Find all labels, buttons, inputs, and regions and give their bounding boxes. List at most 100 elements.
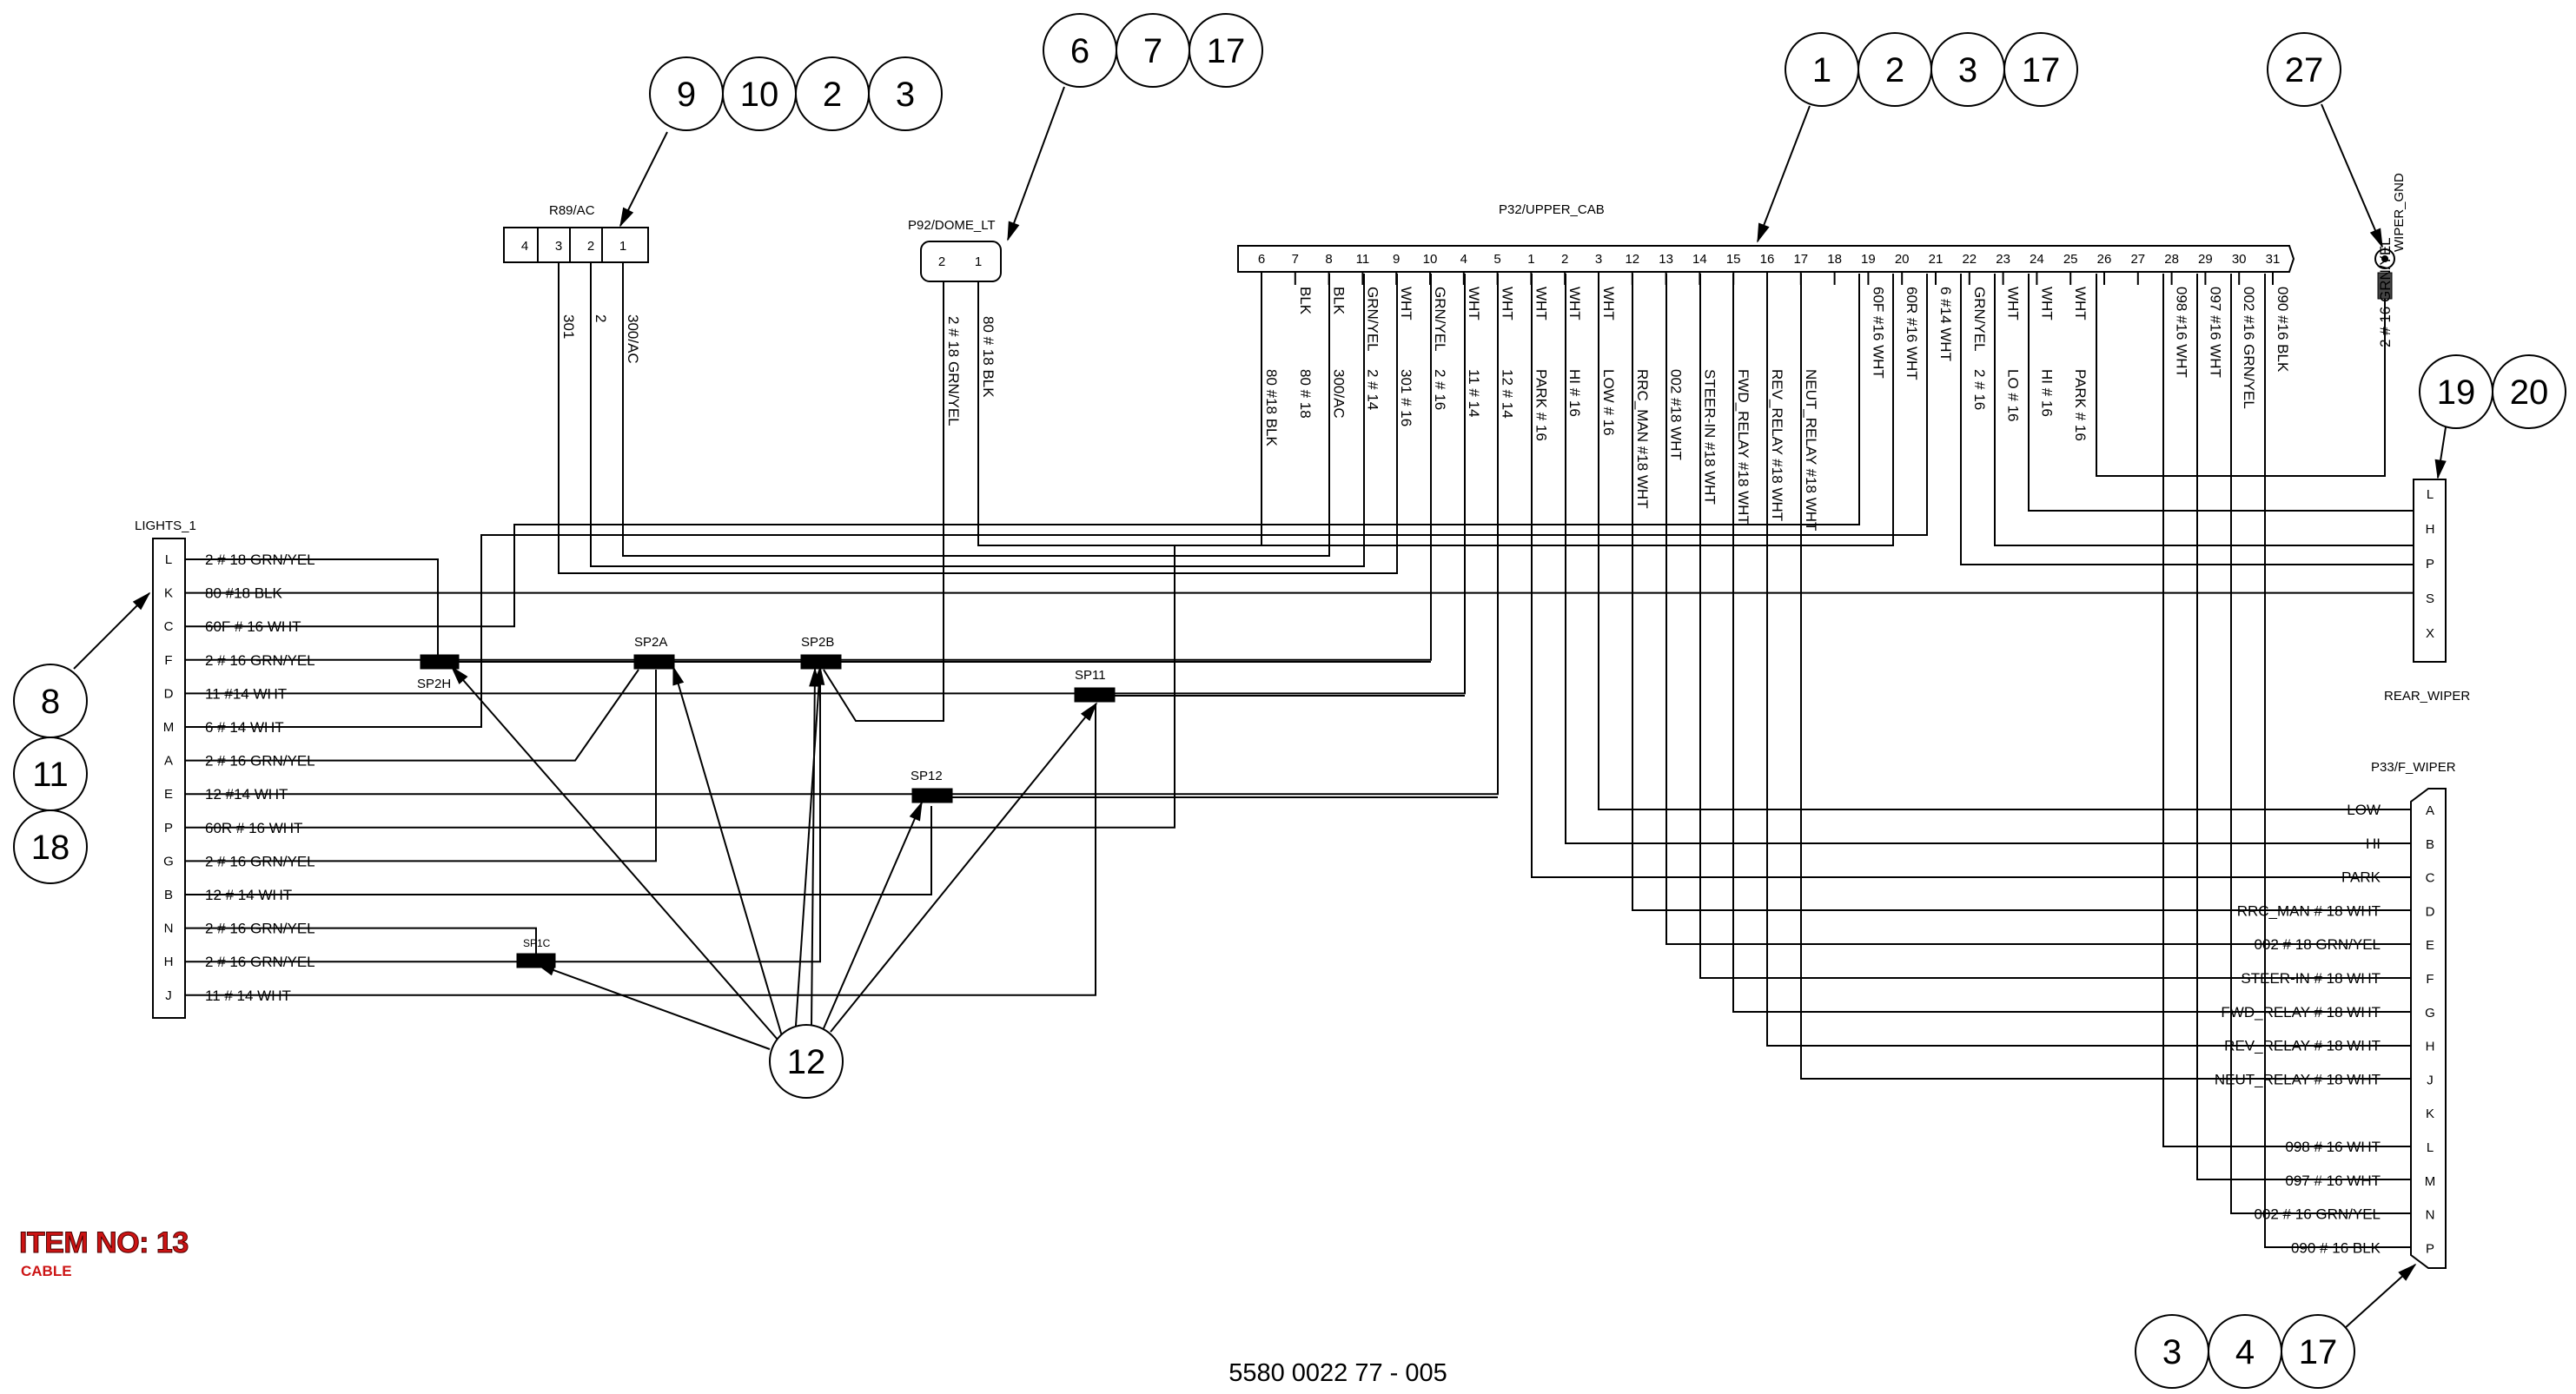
p32-pin-3: 3: [1595, 252, 1602, 267]
leader-splice-sp12: [823, 802, 923, 1029]
p32-pin-4: 4: [1460, 252, 1467, 267]
wire-lights-C-to-p32-19: [185, 274, 1860, 628]
p32-top-wire-label-5: WHT: [1466, 287, 1482, 320]
p32-top-wire-label-8: WHT: [1566, 287, 1583, 320]
p32-top-wire-label-4: GRN/YEL: [1432, 287, 1448, 352]
leader-p32-head: [1757, 222, 1770, 243]
splice-label-SP12: SP12: [911, 769, 943, 783]
splice-SP11: [1074, 687, 1116, 703]
wire-p32-24-to-rear-L: [2028, 274, 2413, 512]
lights-pin-B: B: [164, 888, 173, 902]
lights-wire-label-1: 80 #18 BLK: [205, 585, 283, 602]
leader-p32: [1757, 105, 1811, 242]
p32-pin-20: 20: [1895, 252, 1910, 267]
rear-wiper-pin-S: S: [2426, 591, 2434, 606]
p32-pin-11: 11: [1356, 252, 1370, 267]
r89-pin-1: 1: [619, 239, 626, 254]
r89-pin-2: 2: [587, 239, 594, 254]
wire-lights-A-to-sp2a: [185, 669, 639, 762]
wire-lights-D-to-p32-4: [185, 274, 1466, 695]
lights-pin-K: K: [164, 586, 173, 601]
wire-p92-2-to-sp2b: [823, 281, 944, 722]
leader-splice-sp11-head: [1080, 702, 1098, 722]
lights-wire-label-12: 2 # 16 GRN/YEL: [205, 954, 315, 970]
callout-splices-label: 12: [787, 1043, 826, 1081]
leader-splice-sp2b: [795, 666, 821, 1027]
f-wiper-pin-C: C: [2426, 871, 2435, 886]
leader-splice-sp1c: [536, 963, 771, 1050]
p32-pin-16: 16: [1760, 252, 1775, 267]
rear-wiper-pin-L: L: [2427, 487, 2434, 502]
lights-wire-label-13: 11 # 14 WHT: [205, 988, 291, 1004]
lights-pin-L: L: [165, 552, 172, 567]
item-subtitle: CABLE: [21, 1263, 72, 1279]
leader-splice-sp12-head: [909, 801, 923, 822]
f-wiper-wire-label-7: REV_RELAY # 18 WHT: [2224, 1038, 2381, 1054]
f-wiper-pin-A: A: [2426, 803, 2434, 818]
p32-bottom-wire-label-11: RRC_MAN #18 WHT: [1634, 369, 1651, 509]
p32-bottom-wire-label-7: 12 # 14: [1500, 369, 1516, 419]
lights-pin-J: J: [165, 988, 172, 1003]
p32-pin-8: 8: [1325, 252, 1332, 267]
part-number: 5580 0022 77 - 005: [1228, 1359, 1447, 1387]
callout-p32-3-label: 17: [2022, 51, 2061, 89]
callout-ground-0-label: 27: [2285, 51, 2324, 89]
p32-bottom-wire-label-2: 300/AC: [1331, 369, 1348, 419]
f-wiper-wire-label-4: 002 # 18 GRN/YEL: [2254, 936, 2381, 953]
ground-ring-center: [2381, 255, 2388, 262]
wire-lights-M-to-p32-21: [185, 274, 1928, 728]
p32-pin-21: 21: [1929, 252, 1944, 267]
leader-rear-head: [2434, 459, 2447, 479]
rear-wiper-pin-P: P: [2426, 557, 2434, 571]
p32-pin-22: 22: [1962, 252, 1977, 267]
p32-bottom-wire-label-13: STEER-IN #18 WHT: [1701, 369, 1718, 505]
r89-wire-label-2: 300/AC: [625, 314, 641, 364]
p32-bottom-wire-label-6: 11 # 14: [1466, 369, 1482, 417]
f-wiper-pin-D: D: [2426, 904, 2435, 919]
wire-p32-2-hi-to-fwiper-B: [1565, 274, 2413, 844]
callout-fwiper-2-label: 17: [2299, 1333, 2338, 1371]
wire-p92-1-to-p32-6: [977, 274, 1262, 546]
splice-label-SP2A: SP2A: [634, 635, 667, 650]
lights-wire-label-11: 2 # 16 GRN/YEL: [205, 921, 315, 937]
f-wiper-wire-label-10: 098 # 16 WHT: [2285, 1139, 2381, 1155]
p32-bottom-wire-label-18: LO # 16: [2005, 369, 2022, 422]
p32-top-wire-label-15: WHT: [2038, 287, 2055, 320]
p32-bottom-wire-label-1: 80 # 18: [1297, 369, 1314, 419]
lights-pin-P: P: [164, 821, 173, 836]
lights-pin-N: N: [164, 922, 174, 936]
p32-top-wire-label-16: WHT: [2072, 287, 2089, 320]
f-wiper-pin-P: P: [2426, 1241, 2434, 1256]
f-wiper-pin-K: K: [2426, 1107, 2434, 1121]
callout-p32-0-label: 1: [1812, 51, 1831, 89]
lights-pin-C: C: [164, 619, 174, 634]
p32-pin-10: 10: [1423, 252, 1438, 267]
wire-p32-16-to-fwiper-H: [1766, 274, 2413, 1047]
lights-pin-E: E: [164, 787, 173, 802]
p32-top-wire-label-13: GRN/YEL: [1971, 287, 1988, 352]
callout-r89-3: [868, 56, 943, 131]
p32-bottom-wire-label-16: NEUT_RELAY #18 WHT: [1803, 369, 1819, 531]
leader-splice-sp2a-head: [672, 665, 685, 686]
p32-pin-5: 5: [1493, 252, 1500, 267]
p92-wire-label-0: 2 # 18 GRN/YEL: [945, 316, 962, 426]
callout-fwiper-1-label: 4: [2235, 1333, 2255, 1371]
wire-lights-H-to-sp2b: [185, 670, 821, 963]
leader-lights: [73, 592, 150, 670]
rear-wiper-pin-H: H: [2426, 522, 2435, 537]
p32-bottom-wire-label-5: 2 # 16: [1432, 369, 1448, 410]
lights-wire-label-8: 60R # 16 WHT: [205, 820, 302, 836]
leader-splice-sp11: [830, 703, 1097, 1033]
callout-r89-0-label: 9: [677, 76, 696, 114]
p32-connector-body: [1237, 245, 2295, 273]
p32-top-wire-label-11: 60R #16 WHT: [1904, 287, 1920, 380]
wire-lights-L-to-sp2h: [185, 558, 439, 662]
splice-label-SP1C: SP1C: [523, 937, 551, 949]
r89-pin-4: 4: [521, 239, 528, 254]
callout-p92-0-label: 6: [1070, 32, 1089, 70]
lights-wire-label-3: 2 # 16 GRN/YEL: [205, 652, 315, 669]
callout-splices: [769, 1024, 844, 1099]
callout-ground-0: [2267, 32, 2341, 107]
callout-p32-3: [2003, 32, 2078, 107]
item-number-title: ITEM NO: 13: [19, 1226, 189, 1260]
